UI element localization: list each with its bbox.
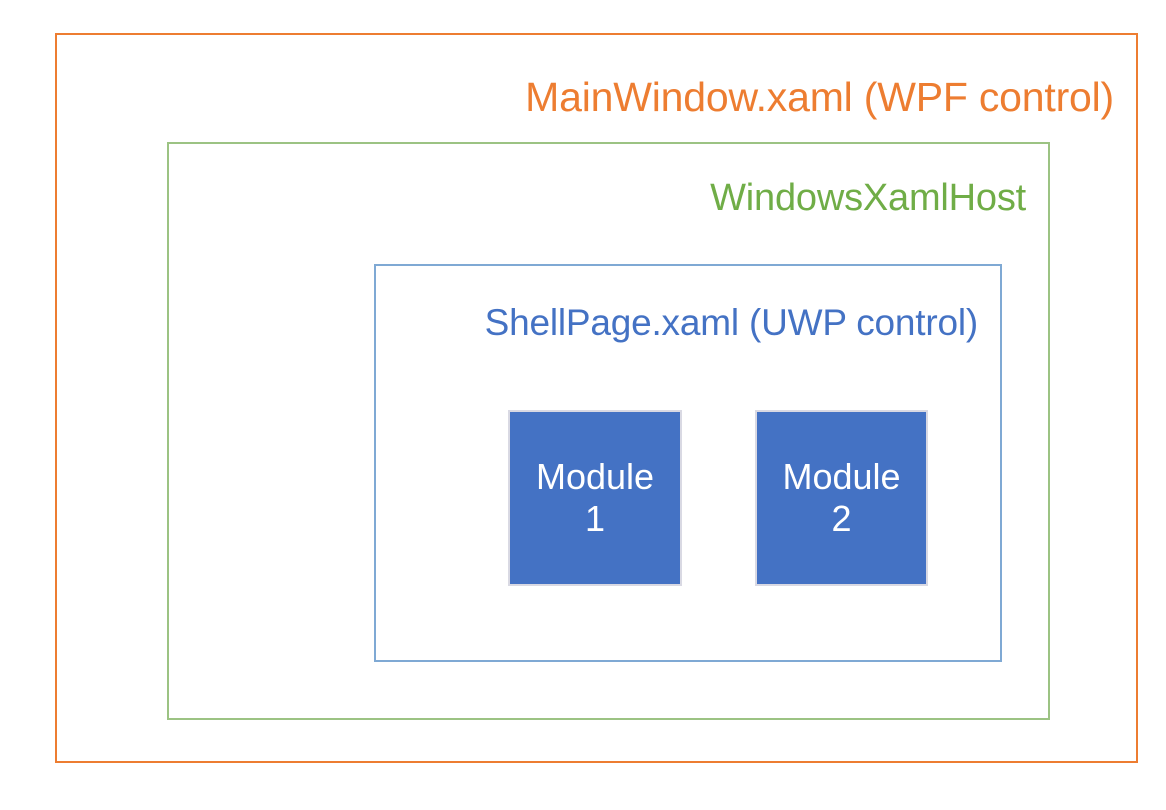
layer-mainwindow-xaml: MainWindow.xaml (WPF control) WindowsXam… — [55, 33, 1138, 763]
layer-windowsxamlhost: WindowsXamlHost ShellPage.xaml (UWP cont… — [167, 142, 1050, 720]
module-2-name: Module — [782, 455, 901, 497]
module-box-1[interactable]: Module 1 — [508, 410, 682, 586]
layer-label-shellpage-xaml: ShellPage.xaml (UWP control) — [484, 302, 979, 343]
layer-label-mainwindow-xaml: MainWindow.xaml (WPF control) — [525, 74, 1114, 120]
module-row: Module 1 Module 2 — [508, 410, 928, 586]
module-1-name: Module — [535, 455, 655, 497]
module-2-number: 2 — [831, 498, 852, 539]
layer-shellpage-xaml: ShellPage.xaml (UWP control) Module 1 Mo… — [374, 264, 1002, 662]
layer-label-windowsxamlhost: WindowsXamlHost — [710, 177, 1026, 219]
module-box-2[interactable]: Module 2 — [755, 410, 928, 586]
module-1-number: 1 — [584, 498, 606, 539]
